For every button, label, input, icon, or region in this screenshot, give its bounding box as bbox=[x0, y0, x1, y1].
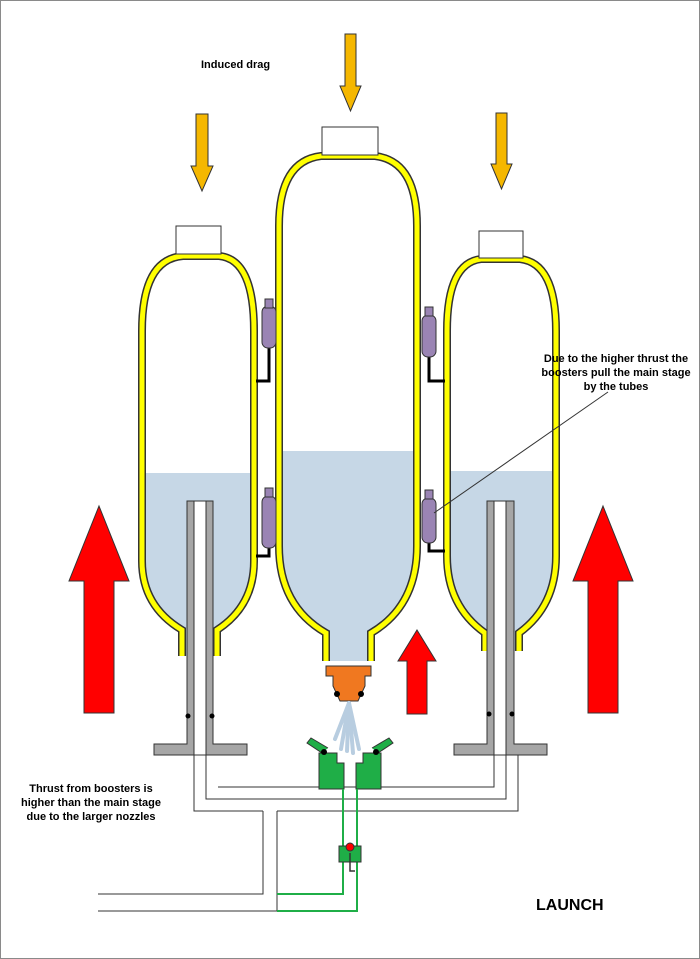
right-lower-tube bbox=[421, 489, 445, 553]
left-lower-tube bbox=[256, 487, 277, 558]
main-stage-cap bbox=[321, 126, 379, 156]
right-booster-cap bbox=[478, 230, 524, 259]
left-launch-pipe bbox=[153, 500, 248, 756]
connecting-tubes bbox=[256, 298, 445, 558]
drag-arrows bbox=[190, 33, 513, 193]
right-launch-pipe bbox=[453, 500, 548, 756]
down-arrow-icon bbox=[190, 113, 214, 193]
release-clamp bbox=[277, 737, 394, 912]
up-arrow-icon bbox=[397, 629, 437, 715]
tubes-note-label: Due to the higher thrust the boosters pu… bbox=[541, 353, 691, 393]
release-valve-knob bbox=[345, 842, 355, 852]
launch-title: LAUNCH bbox=[536, 897, 604, 914]
base-manifold bbox=[98, 755, 519, 912]
up-arrow-icon bbox=[68, 504, 130, 714]
boosters-note-label: Thrust from boosters is higher than the … bbox=[21, 783, 161, 823]
water-spray bbox=[333, 701, 361, 755]
left-upper-tube bbox=[256, 298, 277, 383]
thrust-arrows bbox=[68, 504, 634, 715]
right-booster-bottle bbox=[443, 230, 560, 651]
main-stage-bottle bbox=[275, 126, 421, 661]
left-booster-cap bbox=[175, 225, 222, 255]
down-arrow-icon bbox=[490, 112, 513, 191]
tubes-leader-line bbox=[433, 391, 609, 514]
right-upper-tube bbox=[421, 306, 445, 383]
left-booster-bottle bbox=[138, 225, 258, 656]
down-arrow-icon bbox=[339, 33, 362, 113]
main-stage-nozzle bbox=[325, 665, 372, 702]
up-arrow-icon bbox=[572, 504, 634, 714]
induced-drag-label: Induced drag bbox=[201, 59, 271, 71]
